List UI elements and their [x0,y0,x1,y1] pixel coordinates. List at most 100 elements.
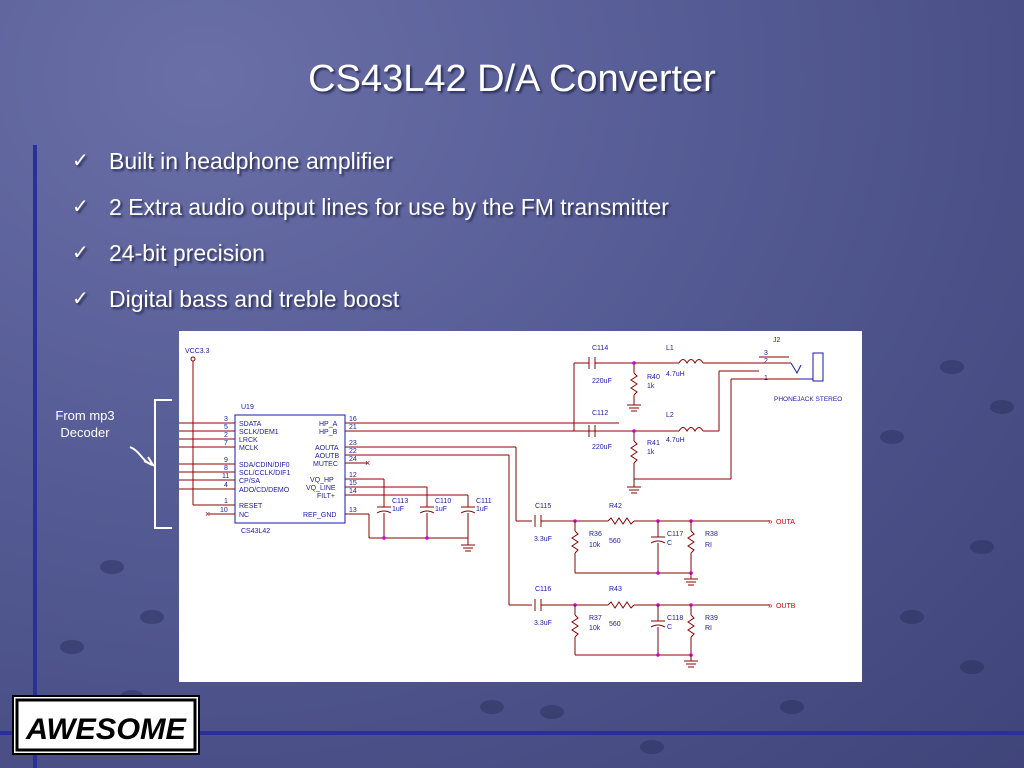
svg-text:C114: C114 [592,345,608,352]
bullet-item: ✓Digital bass and treble boost [72,286,669,332]
svg-text:L2: L2 [666,412,674,419]
svg-text:5: 5 [224,424,228,431]
svg-text:C118: C118 [667,615,683,622]
svg-text:HP_B: HP_B [319,429,338,436]
svg-text:R40: R40 [647,374,660,381]
capacitor-icon [650,540,666,544]
svg-text:MUTEC: MUTEC [313,461,338,468]
svg-text:C117: C117 [667,531,683,538]
svg-text:C112: C112 [592,410,608,417]
svg-text:OUTB: OUTB [776,603,796,610]
svg-text:R39: R39 [705,615,718,622]
capacitor-icon [376,506,392,514]
capacitor-icon [460,506,476,514]
input-source-label: From mp3 Decoder [40,407,130,441]
u19-ref: U19 [241,404,254,411]
ground-icon [627,404,641,412]
cap-value: 1uF [435,506,447,513]
resistor-icon [630,372,638,396]
svg-text:4.7uH: 4.7uH [666,371,685,378]
logo-graphic: AWESOME [15,698,197,752]
svg-text:HP_A: HP_A [319,421,338,428]
bullet-item: ✓ Built in headphone amplifier [72,148,669,194]
svg-text:10k: 10k [589,542,601,549]
background-dot [940,360,964,374]
input-source-line1: From mp3 [55,408,115,423]
svg-text:16: 16 [349,416,357,423]
svg-text:1k: 1k [647,383,655,390]
svg-text:4: 4 [224,482,228,489]
ground-icon [461,544,475,552]
svg-text:J2: J2 [773,337,781,344]
decoupling-capacitors: C113 1uF C110 1uF C111 1uF [368,479,492,552]
svg-text:R36: R36 [589,531,602,538]
no-connect-icon: × [205,509,210,519]
jack-body-icon [812,352,824,382]
svg-text:10k: 10k [589,625,601,632]
resistor-icon [630,440,638,464]
svg-text:560: 560 [609,621,621,628]
svg-text:NC: NC [239,512,249,519]
background-dot [990,400,1014,414]
svg-text:3.3uF: 3.3uF [534,536,552,543]
svg-text:12: 12 [349,472,357,479]
svg-text:15: 15 [349,480,357,487]
svg-text:560: 560 [609,538,621,545]
svg-text:PHONEJACK STEREO: PHONEJACK STEREO [774,396,842,403]
svg-text:1k: 1k [647,449,655,456]
background-dot [960,660,984,674]
background-dot [60,640,84,654]
bullet-item: ✓ 24-bit precision [72,240,669,286]
svg-text:1: 1 [224,498,228,505]
svg-text:LRCK: LRCK [239,437,258,444]
bullet-text: Digital bass and treble boost [109,286,400,312]
svg-text:MCLK: MCLK [239,445,259,452]
resistor-icon [687,530,695,554]
resistor-icon [687,614,695,638]
bullet-text: 24-bit precision [109,240,265,266]
check-mark-icon: ✓ [72,242,89,264]
svg-text:24: 24 [349,456,357,463]
ground-icon [684,660,698,668]
svg-text:10: 10 [220,507,228,514]
output-arrow-icon: » [768,601,773,610]
svg-text:VQ_LINE: VQ_LINE [306,485,336,492]
background-dot [480,700,504,714]
vcc-terminal [190,356,196,362]
svg-text:R37: R37 [589,615,602,622]
u19-part: CS43L42 [241,528,270,535]
svg-text:9: 9 [224,457,228,464]
svg-text:FILT+: FILT+ [317,493,335,500]
check-mark-icon: ✓ [72,150,89,172]
bullet-text: Built in headphone amplifier [109,148,393,174]
svg-text:R42: R42 [609,503,622,510]
svg-text:13: 13 [349,507,357,514]
bullet-item: ✓2 Extra audio output lines for use by t… [72,194,669,240]
no-connect-icon: × [365,458,370,468]
background-dot [140,610,164,624]
background-dot [880,430,904,444]
line-out-b-filter: C116 3.3uF R43 OUTB » R37 10k 560 C118 C… [508,455,796,668]
svg-text:3.3uF: 3.3uF [534,620,552,627]
svg-text:C116: C116 [535,586,551,593]
svg-text:ADO/CD/DEMO: ADO/CD/DEMO [239,487,290,494]
phone-jack-j2: J2 3 2 1 PHONEJACK STEREO [759,337,842,403]
background-dot [970,540,994,554]
background-dot [100,560,124,574]
inductor-icon [678,427,704,433]
capacitor-icon [419,506,435,514]
check-mark-icon: ✓ [72,196,89,218]
svg-text:R43: R43 [609,586,622,593]
